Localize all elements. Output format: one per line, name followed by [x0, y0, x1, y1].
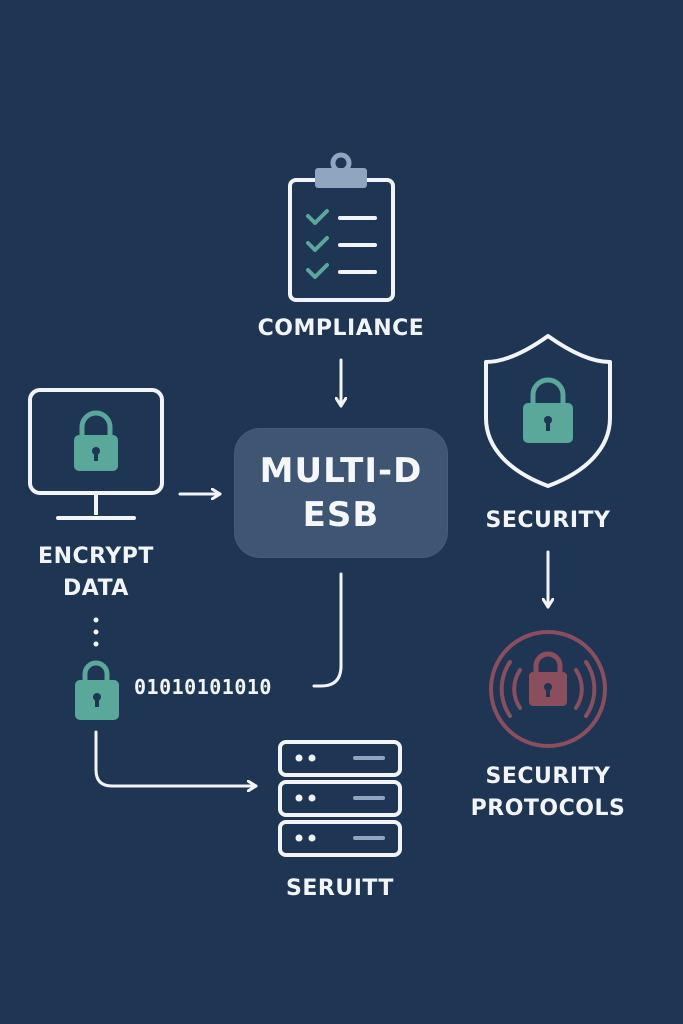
- server-icon: [278, 740, 402, 857]
- connector-hub-to-binary: [312, 572, 343, 688]
- shield-icon: [484, 334, 612, 488]
- encrypt-data-label-line2: DATA: [63, 576, 129, 601]
- server-label: SERUITT: [286, 876, 394, 901]
- hub-title-line2: ESB: [302, 495, 380, 535]
- monitor-icon: [28, 388, 164, 520]
- alarm-lock-icon: [489, 630, 607, 748]
- esb-hub-node: MULTI-D ESB: [234, 428, 448, 558]
- clipboard-icon: [288, 152, 395, 302]
- lock-icon: [74, 410, 118, 471]
- security-label: SECURITY: [485, 508, 611, 533]
- binary-stream-text: 01010101010: [134, 675, 272, 699]
- compliance-label: COMPLIANCE: [257, 316, 425, 341]
- lock-icon: [75, 660, 119, 720]
- security-protocols-label-line2: PROTOCOLS: [470, 796, 626, 821]
- encrypt-data-label-line1: ENCRYPT: [38, 544, 154, 569]
- hub-title-line1: MULTI-D: [259, 451, 423, 491]
- arrow-lock-to-server: [94, 730, 258, 786]
- security-protocols-label-line1: SECURITY: [485, 764, 611, 789]
- dotted-connector: [93, 617, 99, 647]
